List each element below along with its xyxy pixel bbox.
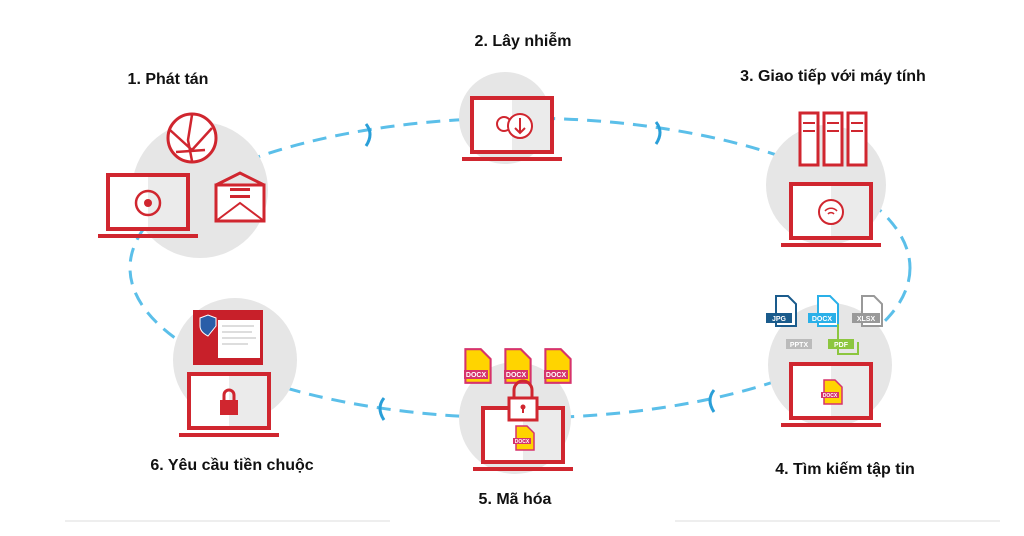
arrow-right-icon (654, 121, 662, 145)
step-1-icons (96, 112, 266, 240)
encrypted-laptop-icon: DOCX (471, 406, 575, 473)
ransom-window-icon (193, 310, 263, 365)
svg-text:JPG: JPG (772, 316, 787, 323)
step-4-files: JPG DOCX XLSX PPTX PDF (766, 295, 883, 355)
arrow-right-icon (364, 123, 372, 147)
step-5-files: DOCX DOCX DOCX (464, 348, 572, 384)
step-2-label: 2. Lây nhiễm (474, 33, 572, 50)
file-icon-jpg: JPG (766, 295, 797, 327)
direction-arrows (364, 121, 716, 421)
svg-text:DOCX: DOCX (812, 316, 833, 323)
file-icon-pptx: PPTX (786, 339, 812, 349)
file-icon-xlsx: XLSX (852, 295, 883, 327)
svg-text:PDF: PDF (834, 342, 849, 349)
step-1-label: 1. Phát tán (127, 71, 209, 88)
locked-laptop-icon (177, 372, 281, 439)
file-icon-pdf: PDF (828, 324, 859, 355)
download-malware-laptop-icon (460, 96, 564, 163)
step-6-label: 6. Yêu cầu tiền chuộc (150, 457, 314, 474)
svg-text:DOCX: DOCX (506, 372, 527, 379)
step-5-label: 5. Mã hóa (478, 491, 552, 508)
svg-text:DOCX: DOCX (823, 393, 838, 399)
globe-icon (166, 112, 218, 164)
svg-text:DOCX: DOCX (515, 439, 530, 445)
laptop-icon: DOCX (779, 362, 883, 429)
server-icon (798, 111, 868, 167)
infected-laptop-icon (96, 173, 200, 240)
svg-text:XLSX: XLSX (857, 316, 876, 323)
arrow-left-icon (378, 397, 386, 421)
step-4-label: 4. Tìm kiếm tập tin (775, 461, 915, 478)
file-icon-docx: DOCX (808, 295, 839, 327)
svg-text:DOCX: DOCX (466, 372, 487, 379)
email-icon (214, 171, 266, 223)
arrow-left-icon (708, 389, 716, 413)
lock-icon (507, 379, 539, 422)
step-3-label: 3. Giao tiếp với máy tính (740, 68, 926, 85)
wifi-laptop-icon (779, 182, 883, 249)
svg-text:PPTX: PPTX (790, 342, 809, 349)
svg-text:DOCX: DOCX (546, 372, 567, 379)
